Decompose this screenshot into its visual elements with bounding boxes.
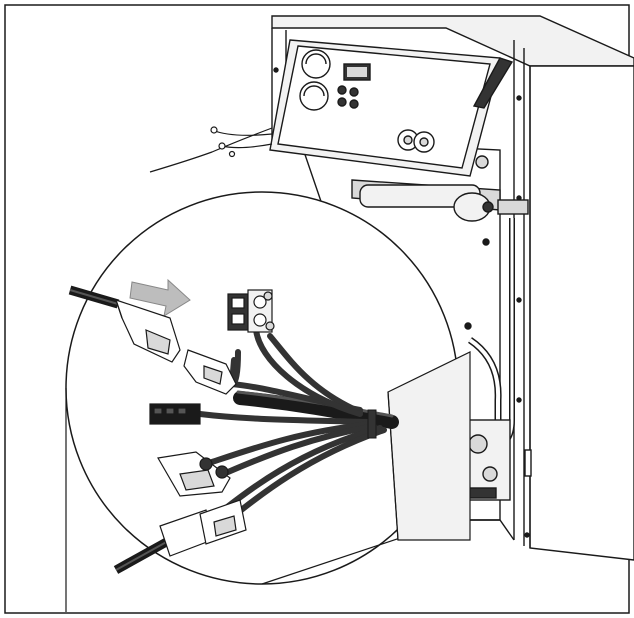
control-panel-face [277, 45, 491, 169]
connector-socket [183, 349, 237, 395]
black-multipin-connector [149, 403, 201, 425]
detail-magnifier-circle [65, 191, 471, 612]
terminal-block-icon [227, 289, 275, 333]
panel-wires [149, 126, 273, 173]
boiler-side-panel [529, 65, 634, 561]
wiring-harness [197, 327, 399, 535]
lower-connector [113, 499, 247, 574]
mains-plug [68, 285, 181, 363]
sensor-clip [157, 451, 231, 497]
control-panel [269, 39, 514, 177]
insertion-arrow-icon [129, 278, 191, 318]
